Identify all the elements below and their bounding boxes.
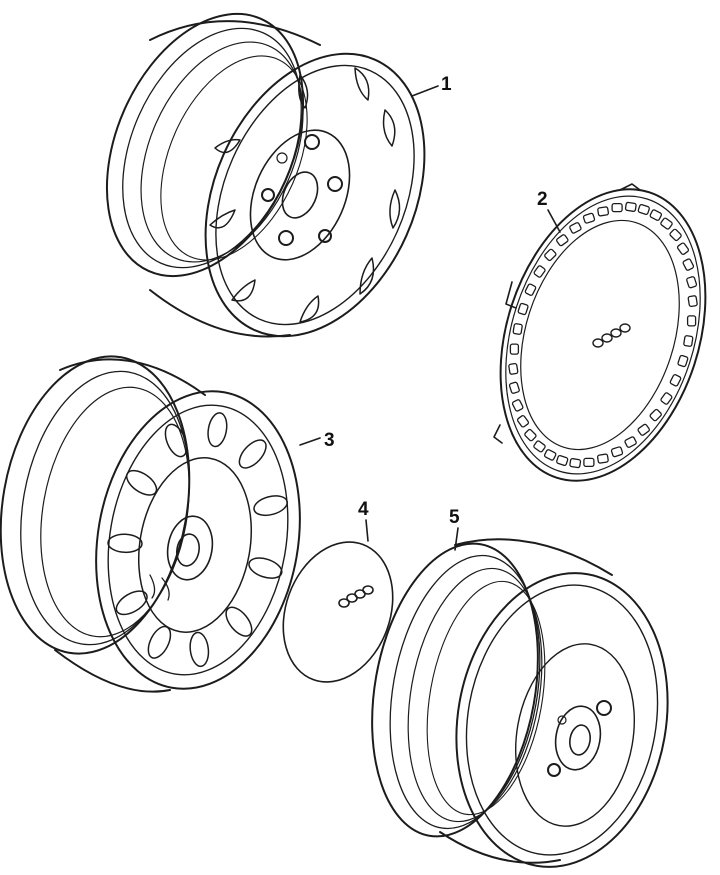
oval-hole [107,533,143,554]
vent-slot [610,446,624,458]
leader-line-1 [411,85,439,97]
vent-slot [517,302,529,316]
vent-slot [556,234,569,247]
wheel-5 [371,538,669,868]
vent-slot [637,423,650,436]
vent-slot [533,440,546,453]
vent-slot [508,381,520,394]
oval-hole [238,439,267,469]
vent-slot [509,343,520,355]
oval-hole [207,412,228,448]
vent-slot [686,315,697,327]
vent-slot [543,449,557,461]
vent-slot [682,258,695,271]
center-cap-4 [282,541,394,683]
vent-slot [556,455,569,466]
callout-5: 5 [449,507,460,528]
vent-slot [544,248,557,262]
vent-slot [516,415,530,428]
vent-slot [649,408,662,422]
vent-slot [637,204,650,215]
vent-slot [583,457,595,468]
vent-slot [597,206,610,217]
callout-4: 4 [358,499,369,520]
vent-slot [596,453,609,464]
wheel-3 [0,355,301,693]
vent-slot [508,362,519,375]
vent-slot [624,436,637,448]
vent-slot [660,392,673,405]
callout-1: 1 [441,74,452,95]
vent-slot [683,335,694,347]
wheel-1 [105,12,426,338]
vent-slot [624,201,637,212]
vent-slot [660,217,673,230]
oval-hole [253,495,288,517]
vent-slot [611,202,623,213]
oval-hole [164,423,188,458]
leader-line-2 [547,209,561,233]
vent-slot [687,295,698,308]
vent-slot [649,209,663,221]
vent-slot [512,323,523,335]
vent-slot [524,283,537,296]
oval-hole [115,590,148,616]
vent-slot [669,374,682,387]
vent-slot [582,212,596,224]
leader-line-4 [365,519,369,542]
leader-line-5 [454,527,459,551]
vent-slot [511,399,524,412]
oval-hole [225,606,253,637]
leader-line-3 [299,437,321,446]
vent-slot [533,265,546,278]
vent-slot [569,458,582,469]
vent-slot [569,222,582,234]
wheel-cover-2 [493,183,707,482]
callout-3: 3 [324,430,335,451]
vent-slot [686,276,698,289]
vent-slot [677,354,689,368]
oval-hole [248,557,283,579]
vent-slot [524,428,537,442]
vent-slot [676,242,690,255]
vent-slot [669,228,682,242]
oval-hole [189,631,210,668]
callout-2: 2 [537,189,548,210]
